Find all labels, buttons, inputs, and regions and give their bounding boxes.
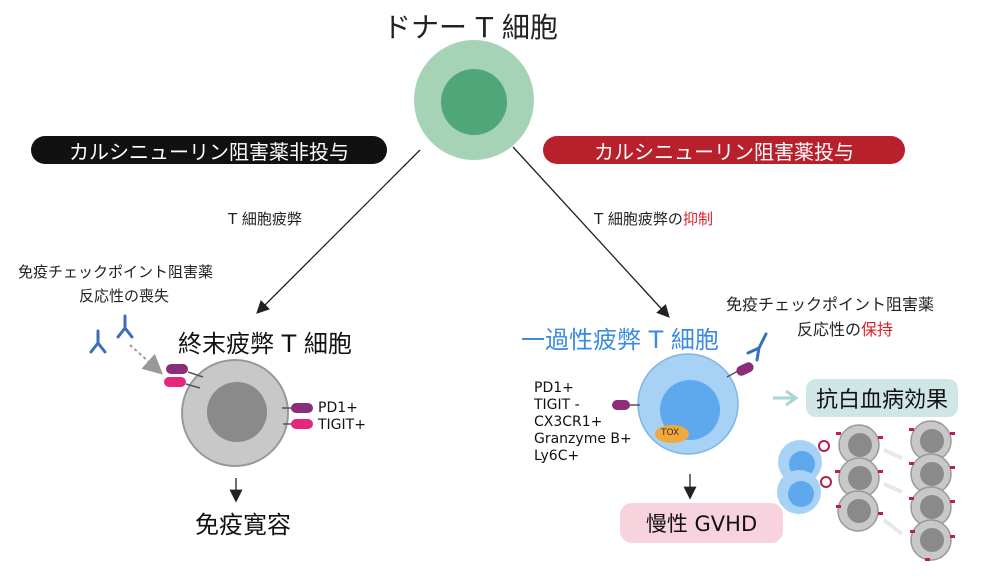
transient-exhausted-t-cell <box>637 353 739 455</box>
anti-leukemia-effect-box: 抗白血病効果 <box>806 379 958 417</box>
marker-pd1: PD1+ <box>534 380 574 396</box>
marker-cx3cr1: CX3CR1+ <box>534 414 603 430</box>
marker-ly6c: Ly6C+ <box>534 448 580 464</box>
marker-tigit: TIGIT - <box>534 397 580 413</box>
keep-label-prefix: 反応性の <box>797 320 862 339</box>
diagram-title: ドナー T 細胞 <box>383 11 558 44</box>
marker-tigit: TIGIT+ <box>318 417 366 433</box>
antibody-icon <box>746 332 768 362</box>
right-banner: カルシニューリン阻害薬投与 <box>543 136 905 164</box>
keep-label-emph: 保持 <box>861 320 894 339</box>
receptor-icon <box>612 362 754 410</box>
left-cell-label: 終末疲弊 T 細胞 <box>178 330 352 358</box>
marker-pd1: PD1+ <box>318 400 358 416</box>
antibody-icon <box>89 314 134 354</box>
left-branch-arrow <box>256 149 421 314</box>
right-arrow-label-prefix: T 細胞疲弊の <box>594 210 683 228</box>
left-arrow-label: T 細胞疲弊 <box>228 210 302 228</box>
effect-arrow <box>773 389 799 407</box>
loss-label-line1: 免疫チェックポイント阻害薬 <box>18 263 214 281</box>
donor-t-cell <box>414 40 534 160</box>
left-banner: カルシニューリン阻害薬非投与 <box>31 136 387 164</box>
left-outcome: 免疫寛容 <box>195 511 291 539</box>
right-arrow-label-emph: 抑制 <box>682 210 713 228</box>
dotted-arrow <box>129 344 163 375</box>
tox-label: TOX <box>661 428 680 438</box>
keep-label-line2: 反応性の保持 <box>797 322 893 338</box>
loss-label-line2: 反応性の喪失 <box>79 287 170 305</box>
anti-leukemia-illustration <box>777 420 955 561</box>
terminal-exhausted-t-cell <box>181 359 289 467</box>
marker-granzyme-b: Granzyme B+ <box>534 431 632 447</box>
right-cell-label: 一過性疲弊 T 細胞 <box>521 326 719 354</box>
keep-label-line1: 免疫チェックポイント阻害薬 <box>726 295 935 314</box>
receptor-icon <box>164 364 313 429</box>
right-branch-arrow <box>512 146 670 318</box>
right-arrow-label: T 細胞疲弊の抑制 <box>594 212 713 227</box>
chronic-gvhd-box: 慢性 GVHD <box>620 503 783 543</box>
